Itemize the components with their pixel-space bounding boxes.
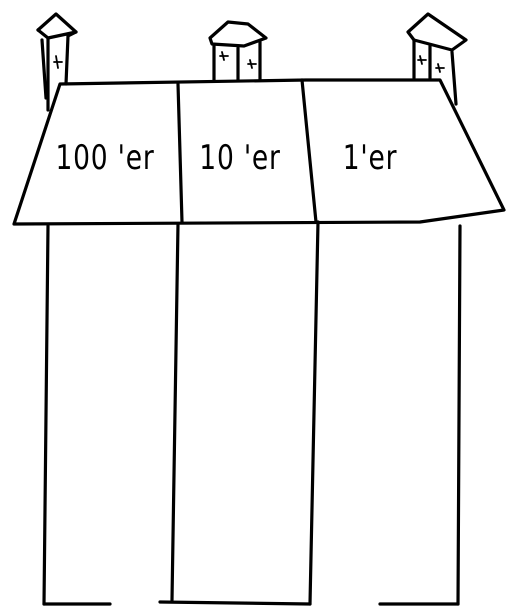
column-label-ones: 1'er (323, 133, 417, 183)
column-label-tens: 10 'er (185, 133, 294, 183)
column-label-hundreds: 100 'er (47, 133, 164, 183)
walls (44, 222, 460, 604)
middle-chimney (210, 22, 266, 80)
right-chimney (408, 14, 466, 104)
